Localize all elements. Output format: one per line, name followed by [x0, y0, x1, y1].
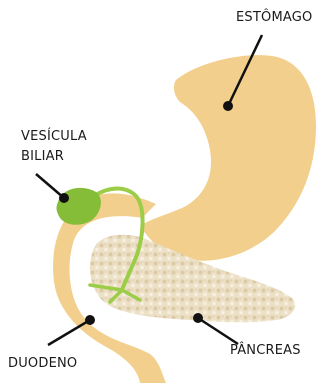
gallbladder-label-line1: VESÍCULA: [21, 128, 87, 145]
leader-gallbladder: [36, 174, 69, 203]
pancreas-label: PÂNCREAS: [230, 342, 301, 359]
duodenum-label: DUODENO: [8, 355, 77, 372]
stomach-label: ESTÔMAGO: [236, 9, 312, 26]
stomach-shape: [140, 55, 316, 261]
gallbladder-label-line2: BILIAR: [21, 148, 64, 165]
